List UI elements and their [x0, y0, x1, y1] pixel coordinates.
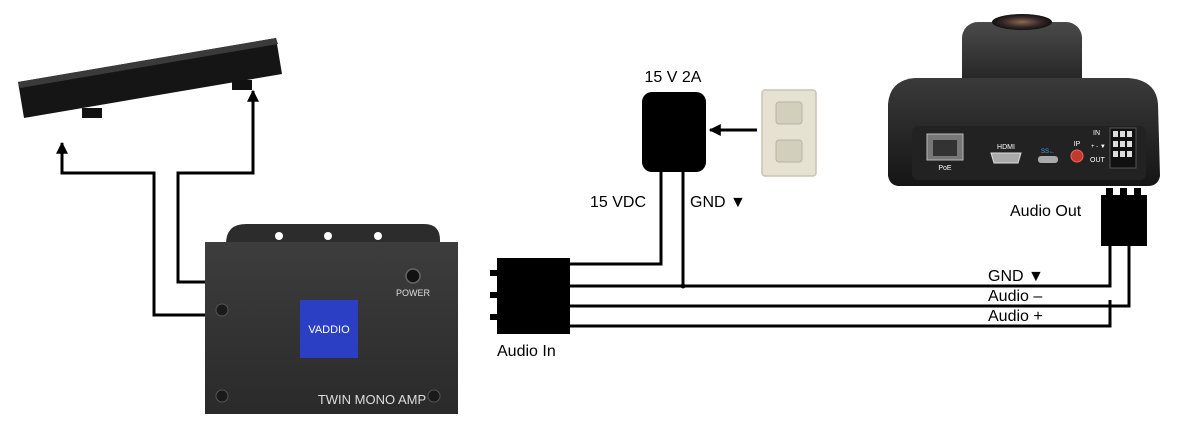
screw-icon: [215, 389, 229, 403]
usb-port-label: SS←: [1041, 149, 1055, 155]
psu-ground-label: GND ▼: [690, 194, 746, 211]
wall-plate: [761, 89, 817, 177]
audio-minus-wire-label: Audio –: [988, 288, 1042, 305]
poe-port-label: PoE: [938, 165, 952, 172]
usb-port-icon: [1038, 156, 1058, 163]
hdmi-port-label: HDMI: [997, 144, 1015, 151]
power-supply-label: 15 V 2A: [645, 69, 702, 86]
power-label: POWER: [396, 288, 431, 298]
brand-badge: [300, 300, 358, 358]
ip-label: IP: [1074, 141, 1081, 148]
screw-icon: [215, 303, 229, 317]
speaker-wire-right: [176, 89, 259, 284]
power-led-icon: [405, 268, 421, 284]
twin-mono-amp: POWER VADDIO TWIN MONO AMP: [205, 224, 458, 414]
audio-plus-wire-label: Audio +: [988, 308, 1043, 325]
gnd-wire-label: GND ▼: [988, 268, 1044, 285]
mount-hole: [275, 232, 283, 240]
audio-out-connector: [1101, 188, 1147, 246]
ptz-camera: PoE HDMI SS← IP IN + - ▼ OUT: [888, 14, 1160, 186]
audio-plus-wire: [570, 300, 1112, 328]
soundbar-speaker: [18, 38, 282, 118]
gnd-wire: [570, 246, 1112, 288]
speaker-wire-left: [56, 141, 207, 317]
audio-out-port-label: OUT: [1090, 157, 1106, 164]
ip-button-icon: [1070, 149, 1084, 163]
audio-minus-wire: [570, 246, 1131, 308]
audio-terminal-block: [1109, 127, 1137, 169]
audio-in-label: Audio In: [497, 343, 556, 360]
power-supply: [642, 92, 706, 172]
polarity-label: + - ▼: [1091, 144, 1106, 150]
mount-hole: [324, 232, 332, 240]
audio-out-label: Audio Out: [1010, 203, 1082, 220]
amp-model-label: TWIN MONO AMP: [318, 392, 426, 407]
dc-power-wire: [570, 172, 663, 266]
psu-output-label: 15 VDC: [590, 194, 646, 211]
mount-hole: [374, 232, 382, 240]
screw-icon: [427, 389, 441, 403]
audio-in-connector: [490, 258, 570, 334]
brand-label: VADDIO: [308, 324, 350, 336]
hdmi-port-icon: [990, 152, 1022, 164]
audio-in-port-label: IN: [1093, 130, 1100, 137]
